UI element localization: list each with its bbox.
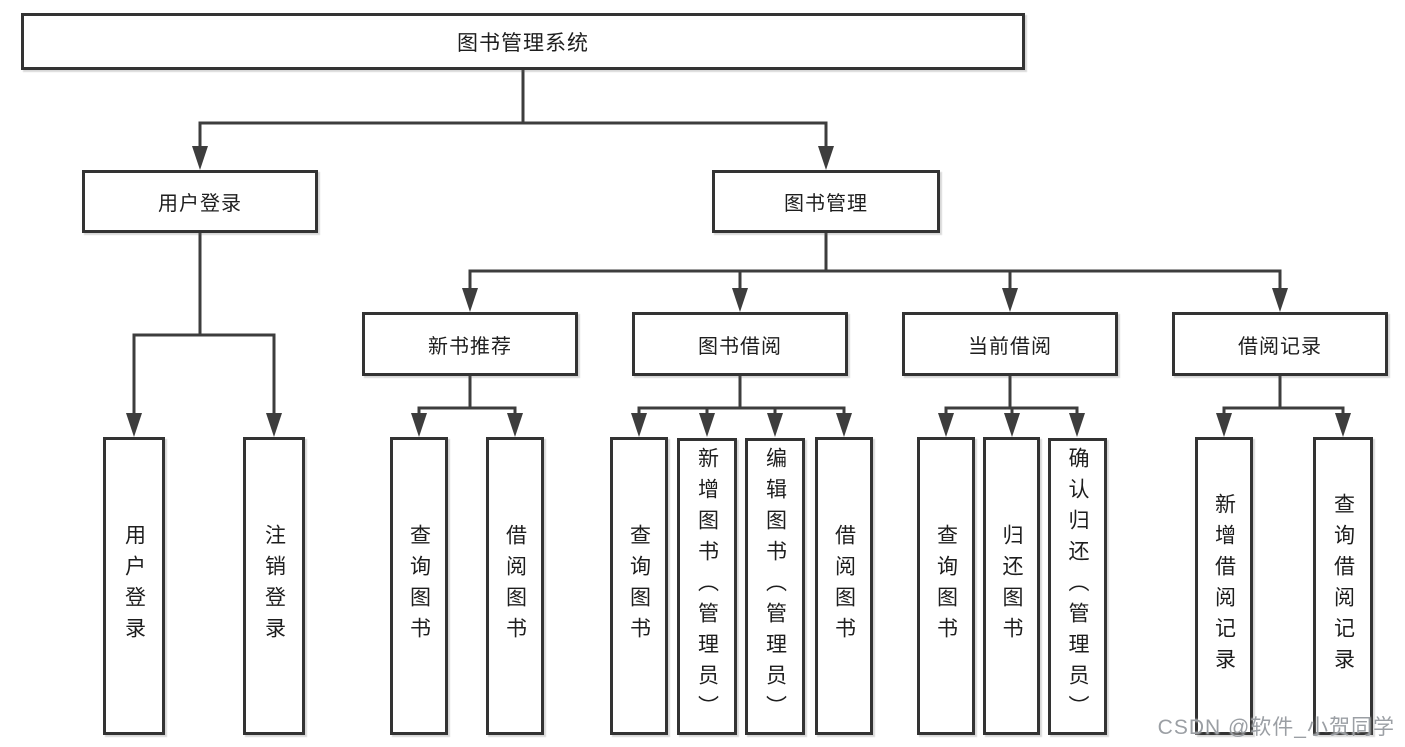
node-root: 图书管理系统 <box>21 13 1025 70</box>
leaf-logout: 注销登录 <box>243 437 305 735</box>
leaf-label: 用户登录 <box>122 524 146 648</box>
leaf-query-books-current: 查询图书 <box>917 437 975 735</box>
arrowhead-icon <box>631 413 647 437</box>
leaf-label: 查询图书 <box>934 524 958 648</box>
connector-line <box>198 121 828 148</box>
node-book-management: 图书管理 <box>712 170 940 233</box>
leaf-add-borrow-record: 新增借阅记录 <box>1195 437 1253 735</box>
arrowhead-icon <box>192 146 208 170</box>
leaf-label: 查询图书 <box>407 524 431 648</box>
arrowhead-icon <box>1069 413 1085 437</box>
arrowhead-icon <box>836 413 852 437</box>
arrowhead-icon <box>1004 413 1020 437</box>
leaf-label: 借阅图书 <box>503 524 527 648</box>
leaf-label: 查询借阅记录 <box>1331 493 1355 679</box>
watermark: CSDN @软件_小贺同学 <box>1157 716 1395 739</box>
arrowhead-icon <box>732 288 748 312</box>
arrowhead-icon <box>507 413 523 437</box>
leaf-label: 编辑图书（管理员） <box>763 447 787 726</box>
connector-line <box>468 269 1282 292</box>
node-label: 借阅记录 <box>1238 335 1322 358</box>
node-label: 新书推荐 <box>428 335 512 358</box>
node-book-borrow: 图书借阅 <box>632 312 848 376</box>
node-label: 图书借阅 <box>698 335 782 358</box>
connector-line <box>417 406 517 416</box>
leaf-label: 注销登录 <box>262 524 286 648</box>
leaf-return-book: 归还图书 <box>983 437 1040 735</box>
leaf-borrow-books-recommend: 借阅图书 <box>486 437 544 735</box>
node-new-book-recommend: 新书推荐 <box>362 312 578 376</box>
arrowhead-icon <box>938 413 954 437</box>
leaf-user-login: 用户登录 <box>103 437 165 735</box>
node-current-borrow: 当前借阅 <box>902 312 1118 376</box>
leaf-query-books-borrow: 查询图书 <box>610 437 668 735</box>
leaf-add-book-admin: 新增图书（管理员） <box>677 438 737 735</box>
arrowhead-icon <box>1216 413 1232 437</box>
leaf-label: 确认归还（管理员） <box>1066 447 1089 726</box>
leaf-label: 借阅图书 <box>832 524 856 648</box>
node-borrow-records: 借阅记录 <box>1172 312 1388 376</box>
leaf-query-books-recommend: 查询图书 <box>390 437 448 735</box>
leaf-label: 新增图书（管理员） <box>695 447 719 726</box>
connector-line <box>132 333 276 415</box>
arrowhead-icon <box>767 413 783 437</box>
leaf-confirm-return-admin: 确认归还（管理员） <box>1048 438 1107 735</box>
connector-line <box>1222 406 1345 416</box>
leaf-edit-book-admin: 编辑图书（管理员） <box>745 438 805 735</box>
arrowhead-icon <box>462 288 478 312</box>
node-label: 当前借阅 <box>968 335 1052 358</box>
arrowhead-icon <box>1335 413 1351 437</box>
leaf-label: 查询图书 <box>627 524 651 648</box>
arrowhead-icon <box>1272 288 1288 312</box>
arrowhead-icon <box>411 413 427 437</box>
leaf-label: 归还图书 <box>1000 524 1023 648</box>
arrowhead-icon <box>699 413 715 437</box>
arrowhead-icon <box>126 413 142 437</box>
leaf-borrow-books: 借阅图书 <box>815 437 873 735</box>
node-label: 图书管理 <box>784 193 868 215</box>
arrowhead-icon <box>1002 288 1018 312</box>
node-label: 图书管理系统 <box>457 31 589 55</box>
node-user-login: 用户登录 <box>82 170 318 233</box>
node-label: 用户登录 <box>158 193 242 215</box>
arrowhead-icon <box>266 413 282 437</box>
leaf-query-borrow-record: 查询借阅记录 <box>1313 437 1373 735</box>
arrowhead-icon <box>818 146 834 170</box>
leaf-label: 新增借阅记录 <box>1212 493 1236 679</box>
connector-line <box>637 406 846 416</box>
